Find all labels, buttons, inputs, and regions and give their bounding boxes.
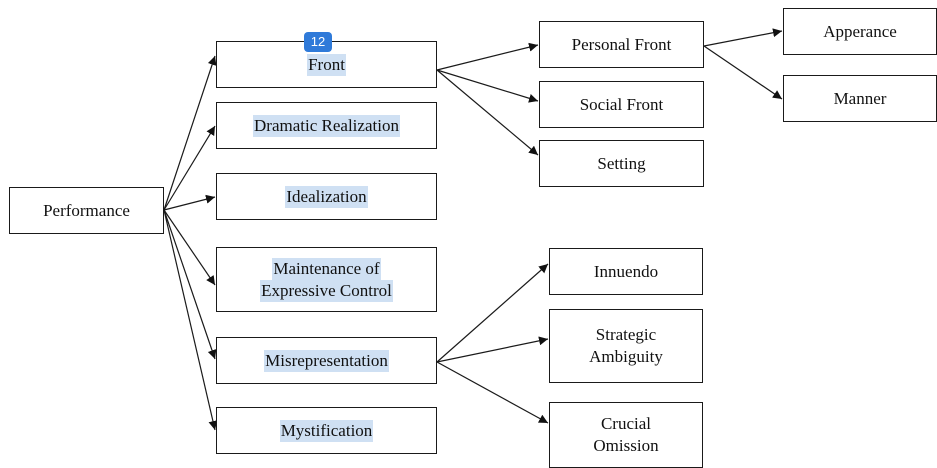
- maintenance-label-line2: Expressive Control: [260, 279, 393, 302]
- social-front-node[interactable]: Social Front: [539, 81, 704, 128]
- crucial-omission-line1: Crucial: [600, 414, 652, 433]
- maintenance-label-line1: Maintenance of: [272, 257, 381, 280]
- personal-front-label: Personal Front: [571, 34, 672, 54]
- arrow-front-setting: [436, 69, 539, 156]
- dramatic-realization-node[interactable]: Dramatic Realization: [216, 102, 437, 149]
- social-front-label: Social Front: [579, 94, 664, 114]
- crucial-omission-line2: Omission: [593, 436, 659, 455]
- arrow-performance-idealization: [163, 194, 216, 211]
- arrow-performance-dramatic: [163, 125, 216, 211]
- mystification-label: Mystification: [279, 419, 374, 442]
- arrow-front-personal: [436, 42, 539, 71]
- innuendo-label: Innuendo: [593, 261, 659, 281]
- misrepresentation-label: Misrepresentation: [264, 349, 389, 372]
- arrow-performance-misrepresentation: [163, 209, 217, 360]
- performance-label: Performance: [43, 200, 130, 220]
- front-label: Front: [307, 53, 346, 76]
- arrow-performance-mystification: [163, 209, 218, 431]
- manner-label: Manner: [833, 88, 887, 108]
- arrow-misrep-strategic: [436, 336, 549, 363]
- innuendo-node[interactable]: Innuendo: [549, 248, 703, 295]
- arrow-performance-front: [163, 55, 217, 211]
- arrow-misrep-innuendo: [436, 263, 549, 363]
- idealization-label: Idealization: [285, 185, 368, 208]
- crucial-omission-node[interactable]: Crucial Omission: [549, 402, 703, 468]
- dramatic-realization-label: Dramatic Realization: [253, 114, 400, 137]
- arrow-front-social: [436, 69, 539, 103]
- strategic-ambiguity-line1: Strategic: [595, 325, 657, 344]
- selection-count-badge: 12: [304, 32, 332, 52]
- appearance-node[interactable]: Apperance: [783, 8, 937, 55]
- idealization-node[interactable]: Idealization: [216, 173, 437, 220]
- arrow-personal-manner: [703, 45, 783, 100]
- arrow-performance-maintenance: [163, 209, 216, 286]
- mystification-node[interactable]: Mystification: [216, 407, 437, 454]
- setting-label: Setting: [597, 153, 646, 173]
- manner-node[interactable]: Manner: [783, 75, 937, 122]
- arrow-personal-appearance: [703, 28, 783, 47]
- misrepresentation-node[interactable]: Misrepresentation: [216, 337, 437, 384]
- personal-front-node[interactable]: Personal Front: [539, 21, 704, 68]
- strategic-ambiguity-line2: Ambiguity: [589, 347, 663, 366]
- setting-node[interactable]: Setting: [539, 140, 704, 187]
- maintenance-node[interactable]: Maintenance of Expressive Control: [216, 247, 437, 312]
- strategic-ambiguity-node[interactable]: Strategic Ambiguity: [549, 309, 703, 383]
- performance-node[interactable]: Performance: [9, 187, 164, 234]
- arrow-misrep-crucial: [436, 361, 549, 424]
- appearance-label: Apperance: [823, 21, 897, 41]
